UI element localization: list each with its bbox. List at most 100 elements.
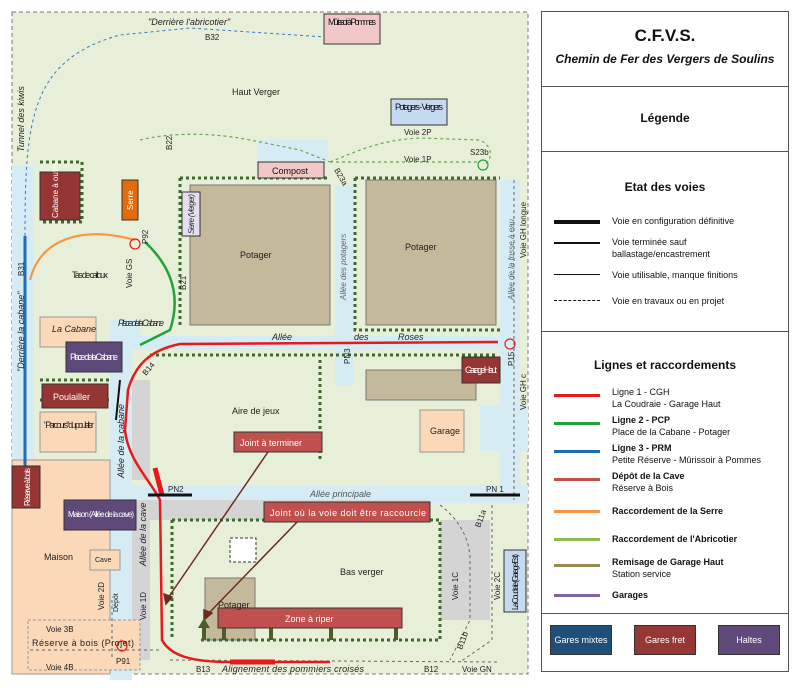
area-depot: Dépôt	[113, 593, 120, 612]
track-p15: P15	[507, 351, 516, 366]
garages-name: Garages	[612, 590, 649, 600]
area-garage: Garage	[430, 426, 460, 436]
legend-title: C.F.V.S.	[634, 26, 696, 45]
track-voie2c: Voie 2C	[493, 572, 502, 600]
track-voie-gs: Voie GS	[125, 259, 134, 288]
ligne-1-detail: La Coudraie - Garage Haut	[612, 399, 721, 409]
path-derriere-abricotier: "Derrière l'abricotier"	[148, 17, 231, 27]
railway-map: Mûrissoir à Pommes Potagers - Vergers Co…	[11, 11, 529, 680]
gares-section: Gares mixtes Gares fret Haltes	[542, 614, 788, 671]
track-b13: B13	[196, 665, 211, 674]
remisage-gh-name: Remisage de Garage Haut	[612, 557, 724, 567]
path-allee-potagers: Allée des potagers	[339, 234, 348, 301]
area-potager-1: Potager	[240, 250, 272, 260]
track-voie-gn: Voie GN	[462, 665, 492, 674]
gare-mixte-swatch: Gares mixtes	[550, 625, 612, 655]
ligne-3-name: Ligne 3 - PRM	[612, 443, 672, 453]
path-allee-roses-3: Roses	[398, 332, 424, 342]
station-murissoir: Mûrissoir à Pommes	[328, 17, 377, 27]
path-allee-cabane: Allée de la cabane	[116, 404, 126, 479]
station-maison-cave: Maison (Allée de la cave)	[68, 510, 134, 519]
area-tas-cailloux: Tas de cailloux	[72, 270, 109, 280]
note-joint-terminer: Joint à terminer	[240, 438, 302, 448]
track-voie1p: Voie 1P	[404, 155, 432, 164]
station-cabane-outils: Cabane à outils	[51, 162, 60, 218]
station-compost: Compost	[272, 166, 309, 176]
path-derriere-cabane: "Derrière la cabane"	[16, 291, 26, 372]
voie-travaux-label: Voie en travaux ou en projet	[612, 296, 725, 306]
halte-swatch: Haltes	[718, 625, 780, 655]
depot-cave-detail: Réserve à Bois	[612, 483, 674, 493]
area-cave: Cave	[95, 557, 111, 564]
area-place-cabane: Place de la Cabane	[118, 318, 164, 328]
track-b21: B21	[179, 275, 188, 290]
path-allee-roses-2: des	[354, 332, 369, 342]
area-bas-verger: Bas verger	[340, 567, 384, 577]
area-potager-2: Potager	[405, 242, 437, 252]
track-pn2: PN2	[168, 485, 184, 494]
parcours-building	[39, 411, 97, 453]
track-voie-ghc: Voie GH c	[519, 374, 528, 410]
area-haut-verger: Haut Verger	[232, 87, 280, 97]
potager-plot-1	[189, 184, 331, 326]
ligne-2-name: Ligne 2 - PCP	[612, 415, 671, 425]
racc-abricotier-name: Raccordement de l'Abricotier	[612, 534, 738, 544]
area-aire-jeux: Aire de jeux	[232, 406, 280, 416]
voies-section: Etat des voies Voie en configuration déf…	[542, 152, 788, 332]
track-voie4b: Voie 4B	[46, 663, 74, 672]
path-allee-cave: Allée de la cave	[138, 502, 148, 567]
ligne-1-name: Ligne 1 - CGH	[612, 387, 670, 397]
voie-terminee-label: Voie terminée sauf ballastage/encastreme…	[612, 237, 711, 259]
station-place-cabane: Place de la Cabane	[70, 352, 118, 362]
track-voie-gh-longue: Voie GH longue	[519, 201, 528, 258]
station-potagers-vergers: Potagers - Vergers	[395, 102, 444, 112]
track-voie1d: Voie 1D	[139, 592, 148, 620]
station-serre-verger: Serre (Verger)	[187, 194, 196, 234]
station-la-coudraie: La Coudraie (Garage Est)	[511, 554, 520, 610]
ligne-2-detail: Place de la Cabane - Potager	[612, 427, 731, 437]
track-p92: P92	[141, 229, 150, 244]
potager-plot-2	[365, 179, 497, 326]
depot-cave-name: Dépôt de la Cave	[612, 471, 685, 481]
voie-utilisable-label: Voie utilisable, manque finitions	[612, 270, 738, 280]
station-garage-haut: Garage Haut	[465, 365, 497, 375]
lignes-heading: Lignes et raccordements	[593, 358, 737, 372]
track-s23b: S23b	[470, 148, 489, 157]
path-tunnel-kiwis: Tunnel des kiwis	[16, 86, 26, 152]
path-alignement: Alignement des pommiers croisés	[221, 664, 365, 674]
track-p91: P91	[116, 657, 131, 666]
garage-haut-plot	[365, 369, 477, 401]
track-pn3: PN3	[343, 348, 352, 364]
area-reserve-projet: Réserve à bois (Projet)	[32, 638, 134, 648]
path-allee-fosse: Allée de la fosse à eau	[507, 219, 516, 301]
station-serre: Serre	[126, 190, 135, 210]
legend-heading: Légende	[640, 111, 690, 125]
track-voie2p: Voie 2P	[404, 128, 432, 137]
voie-definitive-label: Voie en configuration définitive	[612, 216, 735, 226]
track-voie2d: Voie 2D	[97, 582, 106, 610]
note-zone-riper: Zone à riper	[285, 614, 334, 624]
legend-title-block: C.F.V.S. Chemin de Fer des Vergers de So…	[542, 12, 788, 87]
station-reserve-bois: Réserve à bois	[23, 468, 32, 506]
garage-building	[419, 409, 465, 453]
gare-fret-swatch: Gares fret	[634, 625, 696, 655]
path-allee-principale: Allée principale	[309, 489, 371, 499]
track-b22: B22	[165, 135, 174, 150]
station-poulailler: Poulailler	[53, 392, 90, 402]
area-la-cabane: La Cabane	[52, 324, 96, 334]
lignes-section: Lignes et raccordements Ligne 1 - CGH La …	[542, 332, 788, 614]
legend-panel: C.F.V.S. Chemin de Fer des Vergers de So…	[541, 11, 789, 672]
legend-heading-block: Légende	[542, 87, 788, 152]
path-allee-roses-1: Allée	[271, 332, 292, 342]
ligne-3-detail: Petite Réserve - Mûrissoir à Pommes	[612, 455, 762, 465]
track-b12: B12	[424, 665, 439, 674]
area-potager-3: Potager	[218, 600, 250, 610]
track-b31: B31	[17, 261, 26, 276]
track-voie1c: Voie 1C	[451, 572, 460, 600]
area-parcours: "Parcours" du poulailler	[44, 420, 94, 430]
track-b32: B32	[205, 33, 220, 42]
remisage-gh-detail: Station service	[612, 569, 672, 579]
legend-subtitle: Chemin de Fer des Vergers de Soulins	[555, 52, 775, 66]
racc-serre-name: Raccordement de la Serre	[612, 506, 724, 516]
note-joint-raccourcie: Joint où la voie doit être raccourcie	[270, 508, 426, 518]
